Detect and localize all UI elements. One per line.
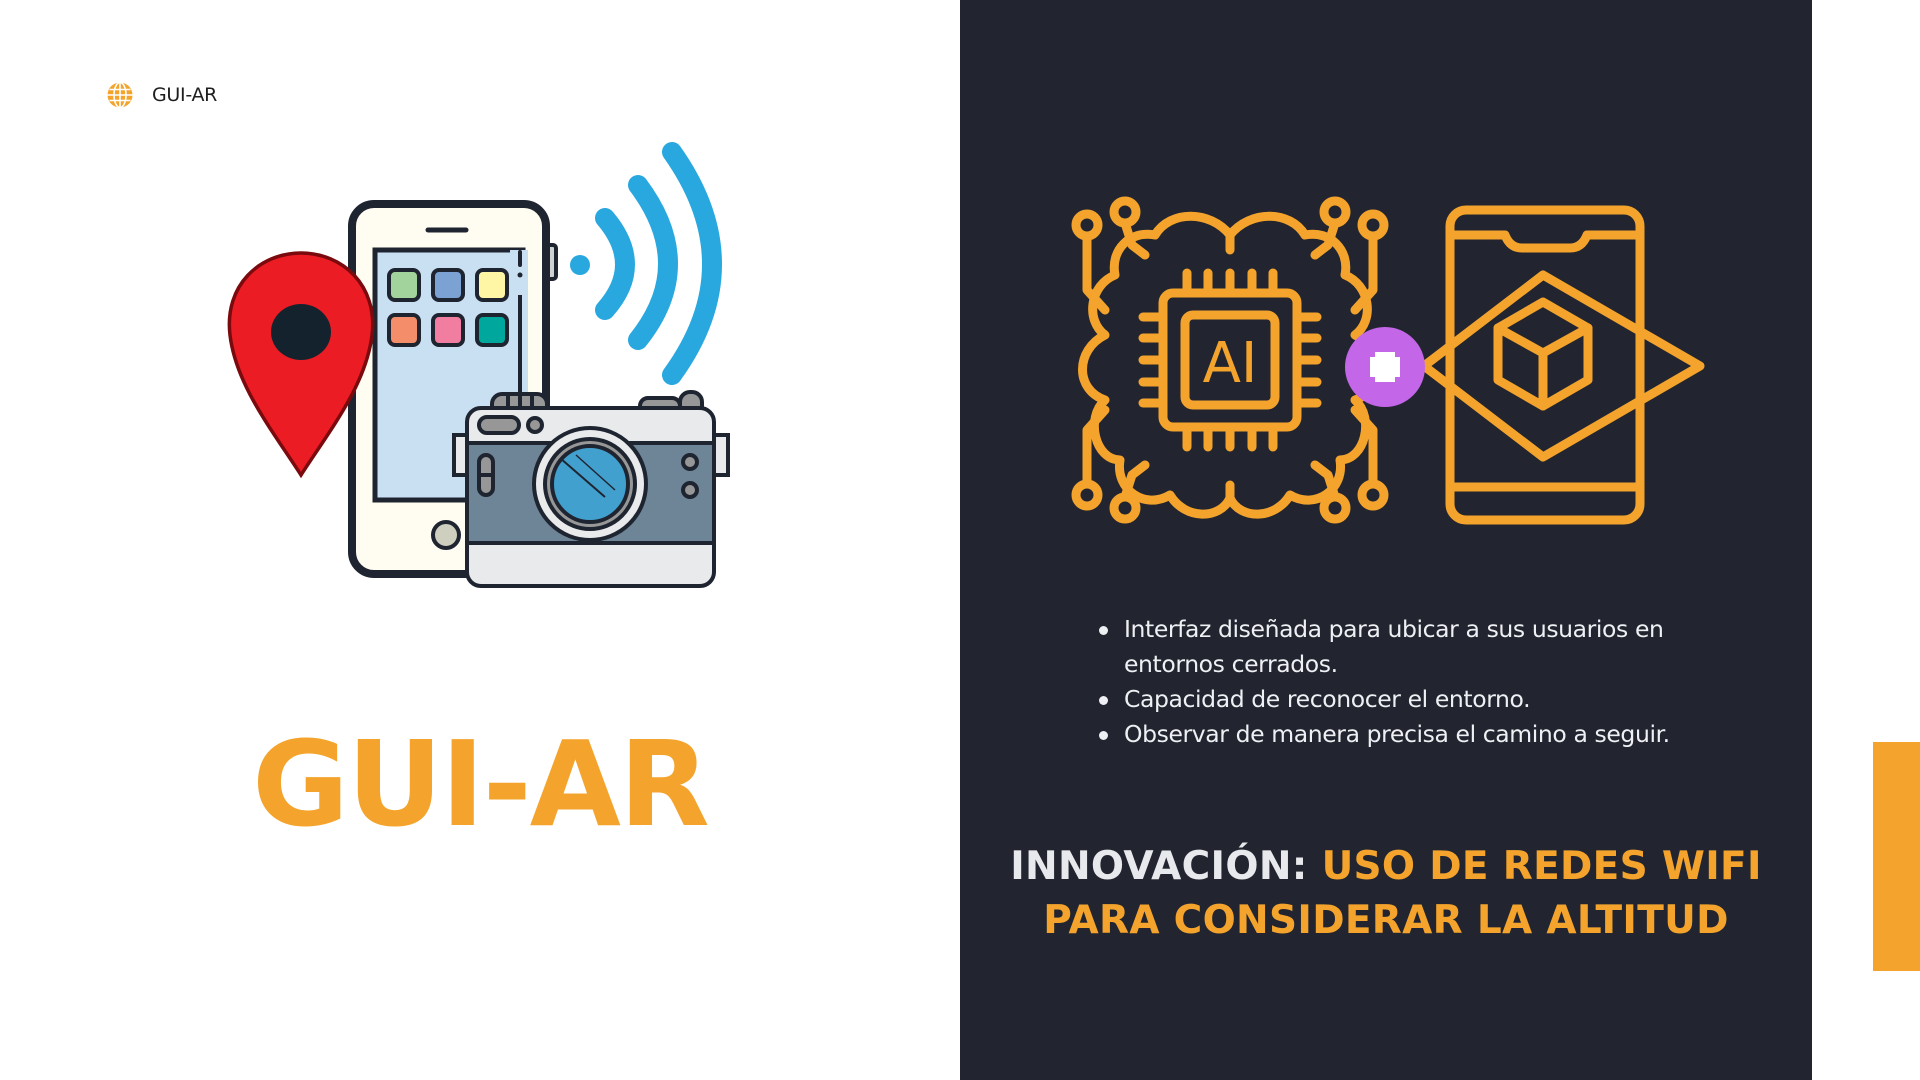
globe-icon	[107, 82, 133, 108]
bullet-icon	[1099, 626, 1108, 635]
feature-graphic: AI	[1060, 190, 1720, 540]
plus-icon	[1345, 327, 1425, 407]
innovation-text: USO DE REDES WIFI PARA CONSIDERAR LA ALT…	[1043, 844, 1762, 943]
right-panel	[960, 0, 1812, 1080]
innovation-heading: INNOVACIÓN: USO DE REDES WIFI PARA CONSI…	[1000, 840, 1772, 948]
page-title: GUI-AR	[252, 715, 710, 853]
bullet-icon	[1099, 696, 1108, 705]
ar-phone-cube-icon	[1419, 205, 1705, 525]
innovation-lead: INNOVACIÓN:	[1010, 844, 1308, 889]
map-pin-icon	[227, 251, 375, 479]
ai-label: AI	[1203, 331, 1258, 396]
hero-illustration	[220, 140, 760, 590]
feature-list: Interfaz diseñada para ubicar a sus usua…	[1090, 612, 1730, 752]
ai-chip-brain-icon	[1071, 196, 1389, 524]
camera-icon	[452, 390, 730, 588]
list-item: Observar de manera precisa el camino a s…	[1090, 717, 1730, 752]
accent-bar	[1873, 742, 1920, 971]
brand-label: GUI-AR	[152, 84, 218, 106]
wifi-signal-icon	[570, 142, 722, 385]
bullet-icon	[1099, 731, 1108, 740]
list-item: Capacidad de reconocer el entorno.	[1090, 682, 1730, 717]
brand-header: GUI-AR	[107, 80, 217, 110]
list-item: Interfaz diseñada para ubicar a sus usua…	[1090, 612, 1730, 682]
